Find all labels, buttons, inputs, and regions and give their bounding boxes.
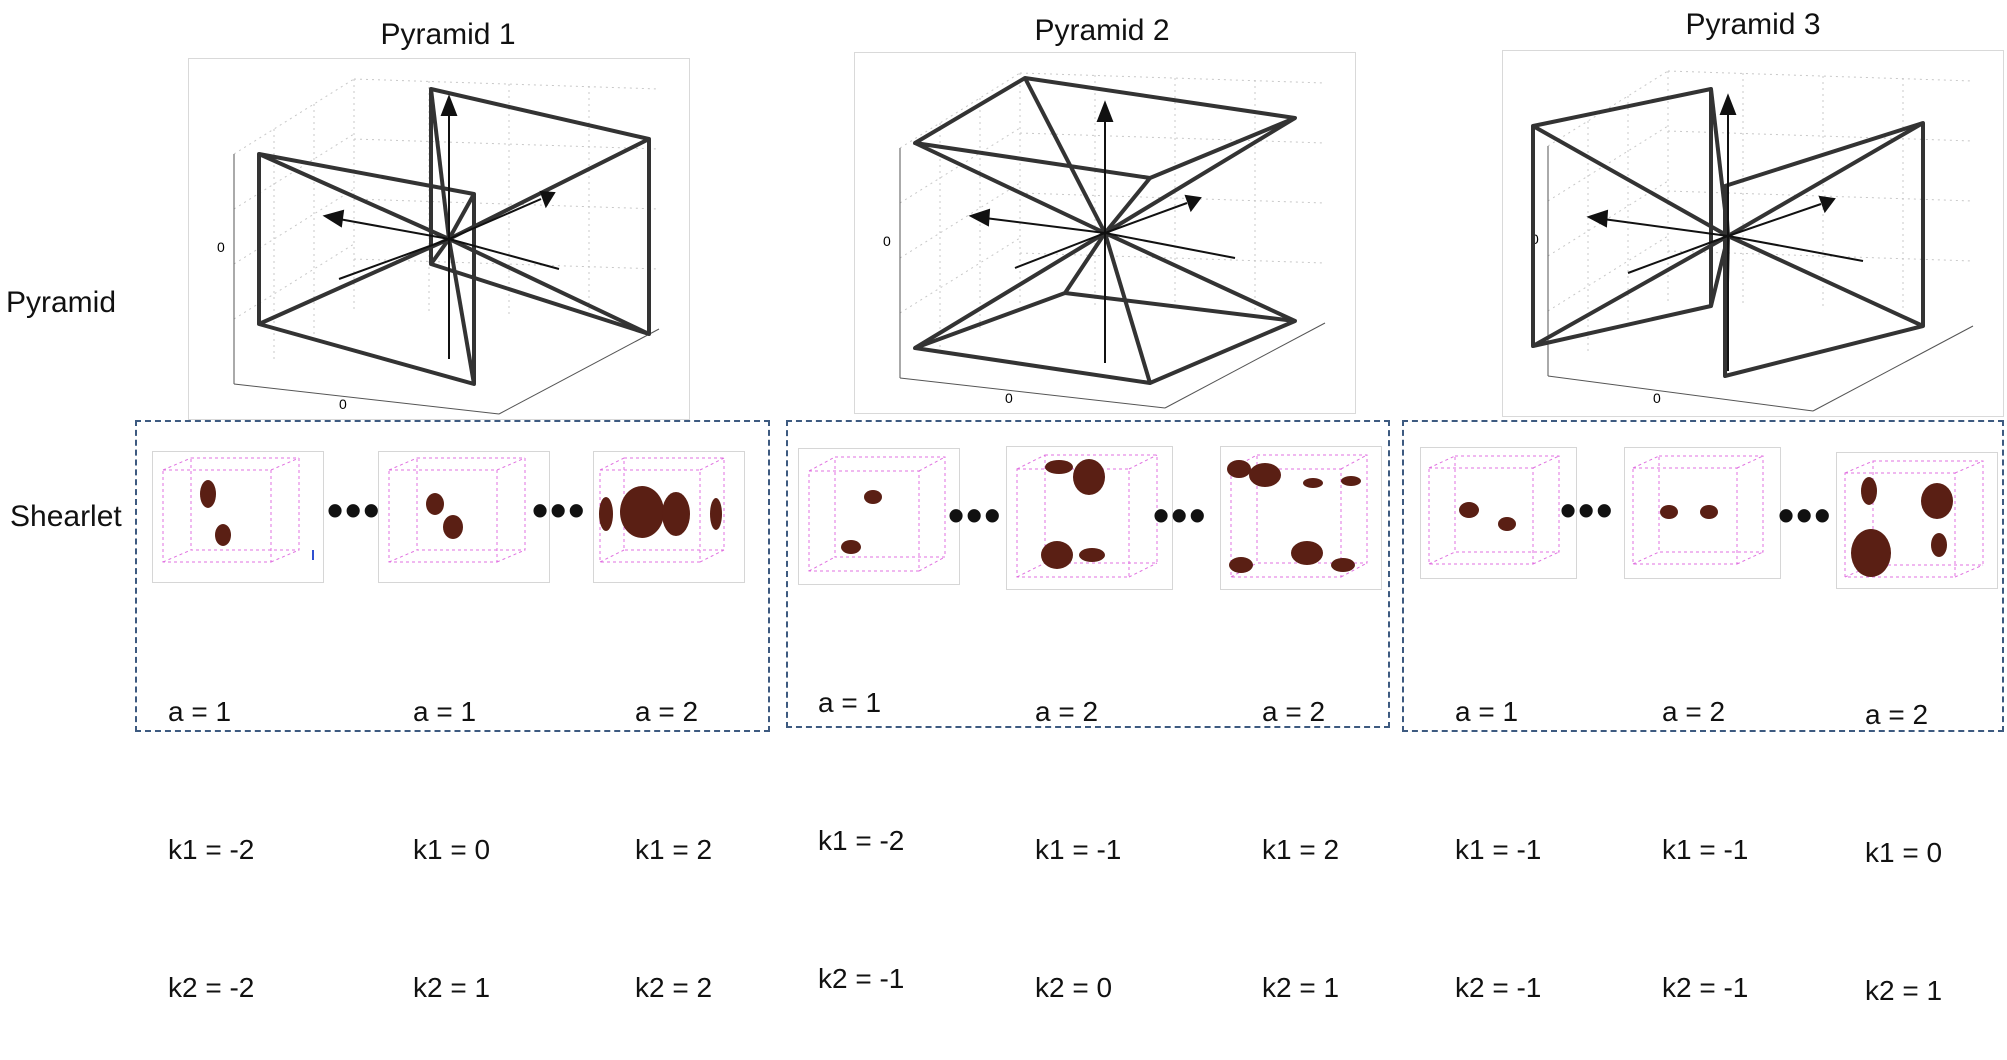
pyramid-2-plot: 0 0 (854, 52, 1356, 414)
shearlet-thumb (1836, 452, 1998, 589)
shearlet-thumb (1624, 447, 1781, 579)
pyramid-2-title: Pyramid 2 (1034, 14, 1170, 47)
param-k2: k2 = 1 (1262, 972, 1340, 1003)
param-k2: k2 = 1 (1865, 975, 1943, 1006)
pyramid-3-axes (1586, 93, 1864, 371)
pyramid-2-zero-z: 0 (883, 233, 891, 249)
shearlet-thumb (1420, 447, 1577, 579)
param-k1: k1 = -1 (1035, 834, 1122, 865)
shearlet-thumb (593, 451, 745, 583)
param-a: a = 1 (413, 696, 477, 727)
pyramid-2-frame (913, 76, 1297, 385)
pyramid-3-plot: 0 0 (1502, 50, 2004, 417)
pyramid-1-frame (257, 87, 651, 386)
param-k2: k2 = -1 (1662, 972, 1749, 1003)
ellipsis-dots: ••• (532, 484, 587, 536)
pyramid-1-zero-z: 0 (217, 239, 225, 255)
pyramid-1-plot: 0 0 (188, 58, 690, 420)
param-k2: k2 = -1 (818, 963, 905, 994)
pyramid-2-zero-x: 0 (1005, 390, 1013, 406)
params-p1-s1: a = 1 k1 = -2 k2 = -2 (168, 597, 254, 1057)
params-p3-s1: a = 1 k1 = -1 k2 = -1 (1455, 597, 1541, 1057)
param-a: a = 1 (168, 696, 232, 727)
pyramid-1-title: Pyramid 1 (380, 18, 516, 51)
param-k1: k1 = 0 (413, 834, 491, 865)
shearlet-panel-3 (1402, 420, 2004, 732)
params-p3-s2: a = 2 k1 = -1 k2 = -1 (1662, 597, 1748, 1057)
ellipsis-dots: ••• (1778, 489, 1833, 541)
pyramid-1-axes (322, 94, 560, 359)
shearlet-thumb (1220, 446, 1382, 590)
param-k2: k2 = -2 (168, 972, 255, 1003)
pyramid-2-axes (968, 100, 1236, 363)
param-k2: k2 = 0 (1035, 972, 1113, 1003)
shearlet-thumb (152, 451, 324, 583)
param-k2: k2 = -1 (1455, 972, 1542, 1003)
param-k1: k1 = -2 (818, 825, 905, 856)
shearlet-panel-2 (786, 420, 1390, 728)
pyramid-3-title: Pyramid 3 (1685, 8, 1821, 41)
ellipsis-dots: ••• (1560, 484, 1615, 536)
param-a: a = 2 (1865, 699, 1929, 730)
param-a: a = 1 (1455, 696, 1519, 727)
ellipsis-dots: ••• (327, 484, 382, 536)
param-k1: k1 = -1 (1455, 834, 1542, 865)
ellipsis-dots: ••• (1153, 489, 1208, 541)
param-a: a = 2 (1262, 696, 1326, 727)
param-k1: k1 = 2 (635, 834, 713, 865)
param-k1: k1 = 0 (1865, 837, 1943, 868)
pyramid-3-zero-x: 0 (1653, 390, 1661, 406)
param-a: a = 2 (635, 696, 699, 727)
row-label-shearlet: Shearlet (10, 500, 122, 533)
pyramid-1-zero-x: 0 (339, 396, 347, 412)
params-p1-s3: a = 2 k1 = 2 k2 = 2 (635, 597, 712, 1057)
param-a: a = 2 (1035, 696, 1099, 727)
shearlet-thumb (1006, 446, 1173, 590)
param-k1: k1 = -1 (1662, 834, 1749, 865)
param-a: a = 1 (818, 687, 882, 718)
params-p1-s2: a = 1 k1 = 0 k2 = 1 (413, 597, 490, 1057)
params-p2-s3: a = 2 k1 = 2 k2 = 1 (1262, 597, 1339, 1057)
param-k1: k1 = -2 (168, 834, 255, 865)
shearlet-thumb (798, 448, 960, 585)
param-k2: k2 = 1 (413, 972, 491, 1003)
params-p2-s1: a = 1 k1 = -2 k2 = -1 (818, 588, 904, 1048)
ellipsis-dots: ••• (948, 489, 1003, 541)
param-k1: k1 = 2 (1262, 834, 1340, 865)
params-p2-s2: a = 2 k1 = -1 k2 = 0 (1035, 597, 1121, 1057)
param-a: a = 2 (1662, 696, 1726, 727)
shearlet-panel-1 (135, 420, 770, 732)
param-k2: k2 = 2 (635, 972, 713, 1003)
shearlet-thumb (378, 451, 550, 583)
params-p3-s3: a = 2 k1 = 0 k2 = 1 (1865, 600, 1942, 1060)
pyramid-3-frame (1531, 87, 1925, 378)
row-label-pyramid: Pyramid (6, 286, 117, 319)
